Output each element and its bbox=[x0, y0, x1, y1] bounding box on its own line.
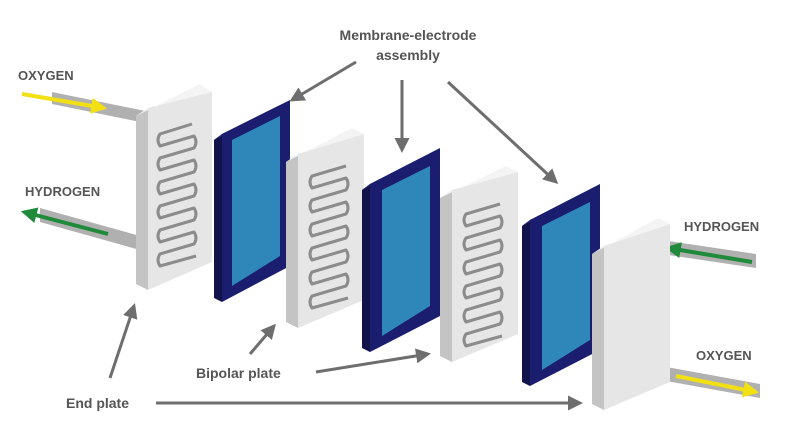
oxygen-inlet-label: OXYGEN bbox=[18, 68, 74, 83]
bipolar-pointer-arrow-2 bbox=[315, 348, 431, 374]
mea-1 bbox=[214, 100, 290, 302]
mea-label-line1: Membrane-electrode bbox=[340, 27, 477, 43]
membrane-1 bbox=[232, 116, 280, 286]
hydrogen-outflow-arrow-icon bbox=[20, 207, 109, 236]
right-oxygen-pipe bbox=[650, 364, 760, 398]
hydrogen-inflow-arrow-icon bbox=[664, 242, 753, 264]
bipolar-plate-label: Bipolar plate bbox=[196, 365, 281, 381]
right-hydrogen-pipe bbox=[648, 238, 756, 268]
mea-pointer-arrow-3 bbox=[446, 80, 559, 185]
bipolar-pointer-arrow-1 bbox=[248, 323, 276, 355]
flow-channels-icon bbox=[308, 164, 350, 310]
oxygen-outflow-arrow-icon bbox=[675, 374, 760, 398]
end-plate-label: End plate bbox=[66, 395, 129, 411]
right-end-plate bbox=[592, 218, 670, 410]
left-end-plate bbox=[136, 84, 212, 290]
end-plate-pointer-arrow-1 bbox=[108, 303, 138, 379]
mea-pointer-arrow-1 bbox=[289, 60, 357, 102]
membrane-3 bbox=[542, 202, 590, 370]
mea-label-line2: assembly bbox=[376, 47, 440, 63]
oxygen-outlet-label: OXYGEN bbox=[696, 348, 752, 363]
bipolar-plate-1 bbox=[286, 128, 364, 328]
hydrogen-inlet-label: HYDROGEN bbox=[684, 219, 759, 234]
left-oxygen-pipe bbox=[21, 92, 150, 124]
bipolar-plate-2 bbox=[440, 166, 518, 362]
flow-channels-icon bbox=[156, 122, 198, 268]
pointer-arrows bbox=[108, 60, 583, 411]
left-hydrogen-pipe bbox=[20, 207, 140, 250]
oxygen-inflow-arrow-icon bbox=[21, 92, 108, 114]
flow-channels-icon bbox=[462, 202, 504, 348]
mea-2 bbox=[362, 148, 440, 352]
mea-3 bbox=[522, 184, 600, 386]
hydrogen-outlet-label: HYDROGEN bbox=[25, 184, 100, 199]
membrane-2 bbox=[382, 166, 430, 336]
